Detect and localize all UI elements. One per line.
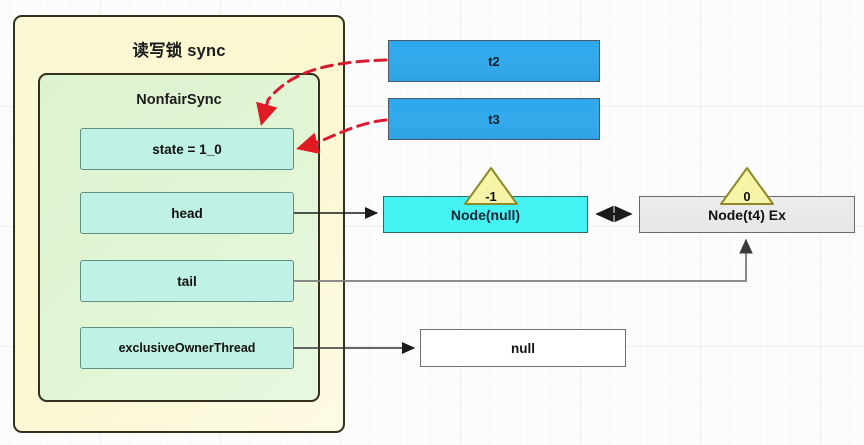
thread-box-t3: t3 <box>388 98 600 140</box>
edge-t2-to-state <box>256 58 388 126</box>
thread-box-t2: t2 <box>388 40 600 82</box>
field-head: head <box>80 192 294 234</box>
owner-value-null: null <box>420 329 626 367</box>
edge-t3-to-state <box>296 118 388 154</box>
edge-tail-to-node-t4 <box>294 238 753 282</box>
nonfairsync-title: NonfairSync <box>136 92 222 108</box>
field-tail: tail <box>80 260 294 302</box>
readwritelock-sync-title: 读写锁 sync <box>132 42 226 60</box>
field-exclusive-owner-thread: exclusiveOwnerThread <box>80 327 294 369</box>
field-state: state = 1_0 <box>80 128 294 170</box>
